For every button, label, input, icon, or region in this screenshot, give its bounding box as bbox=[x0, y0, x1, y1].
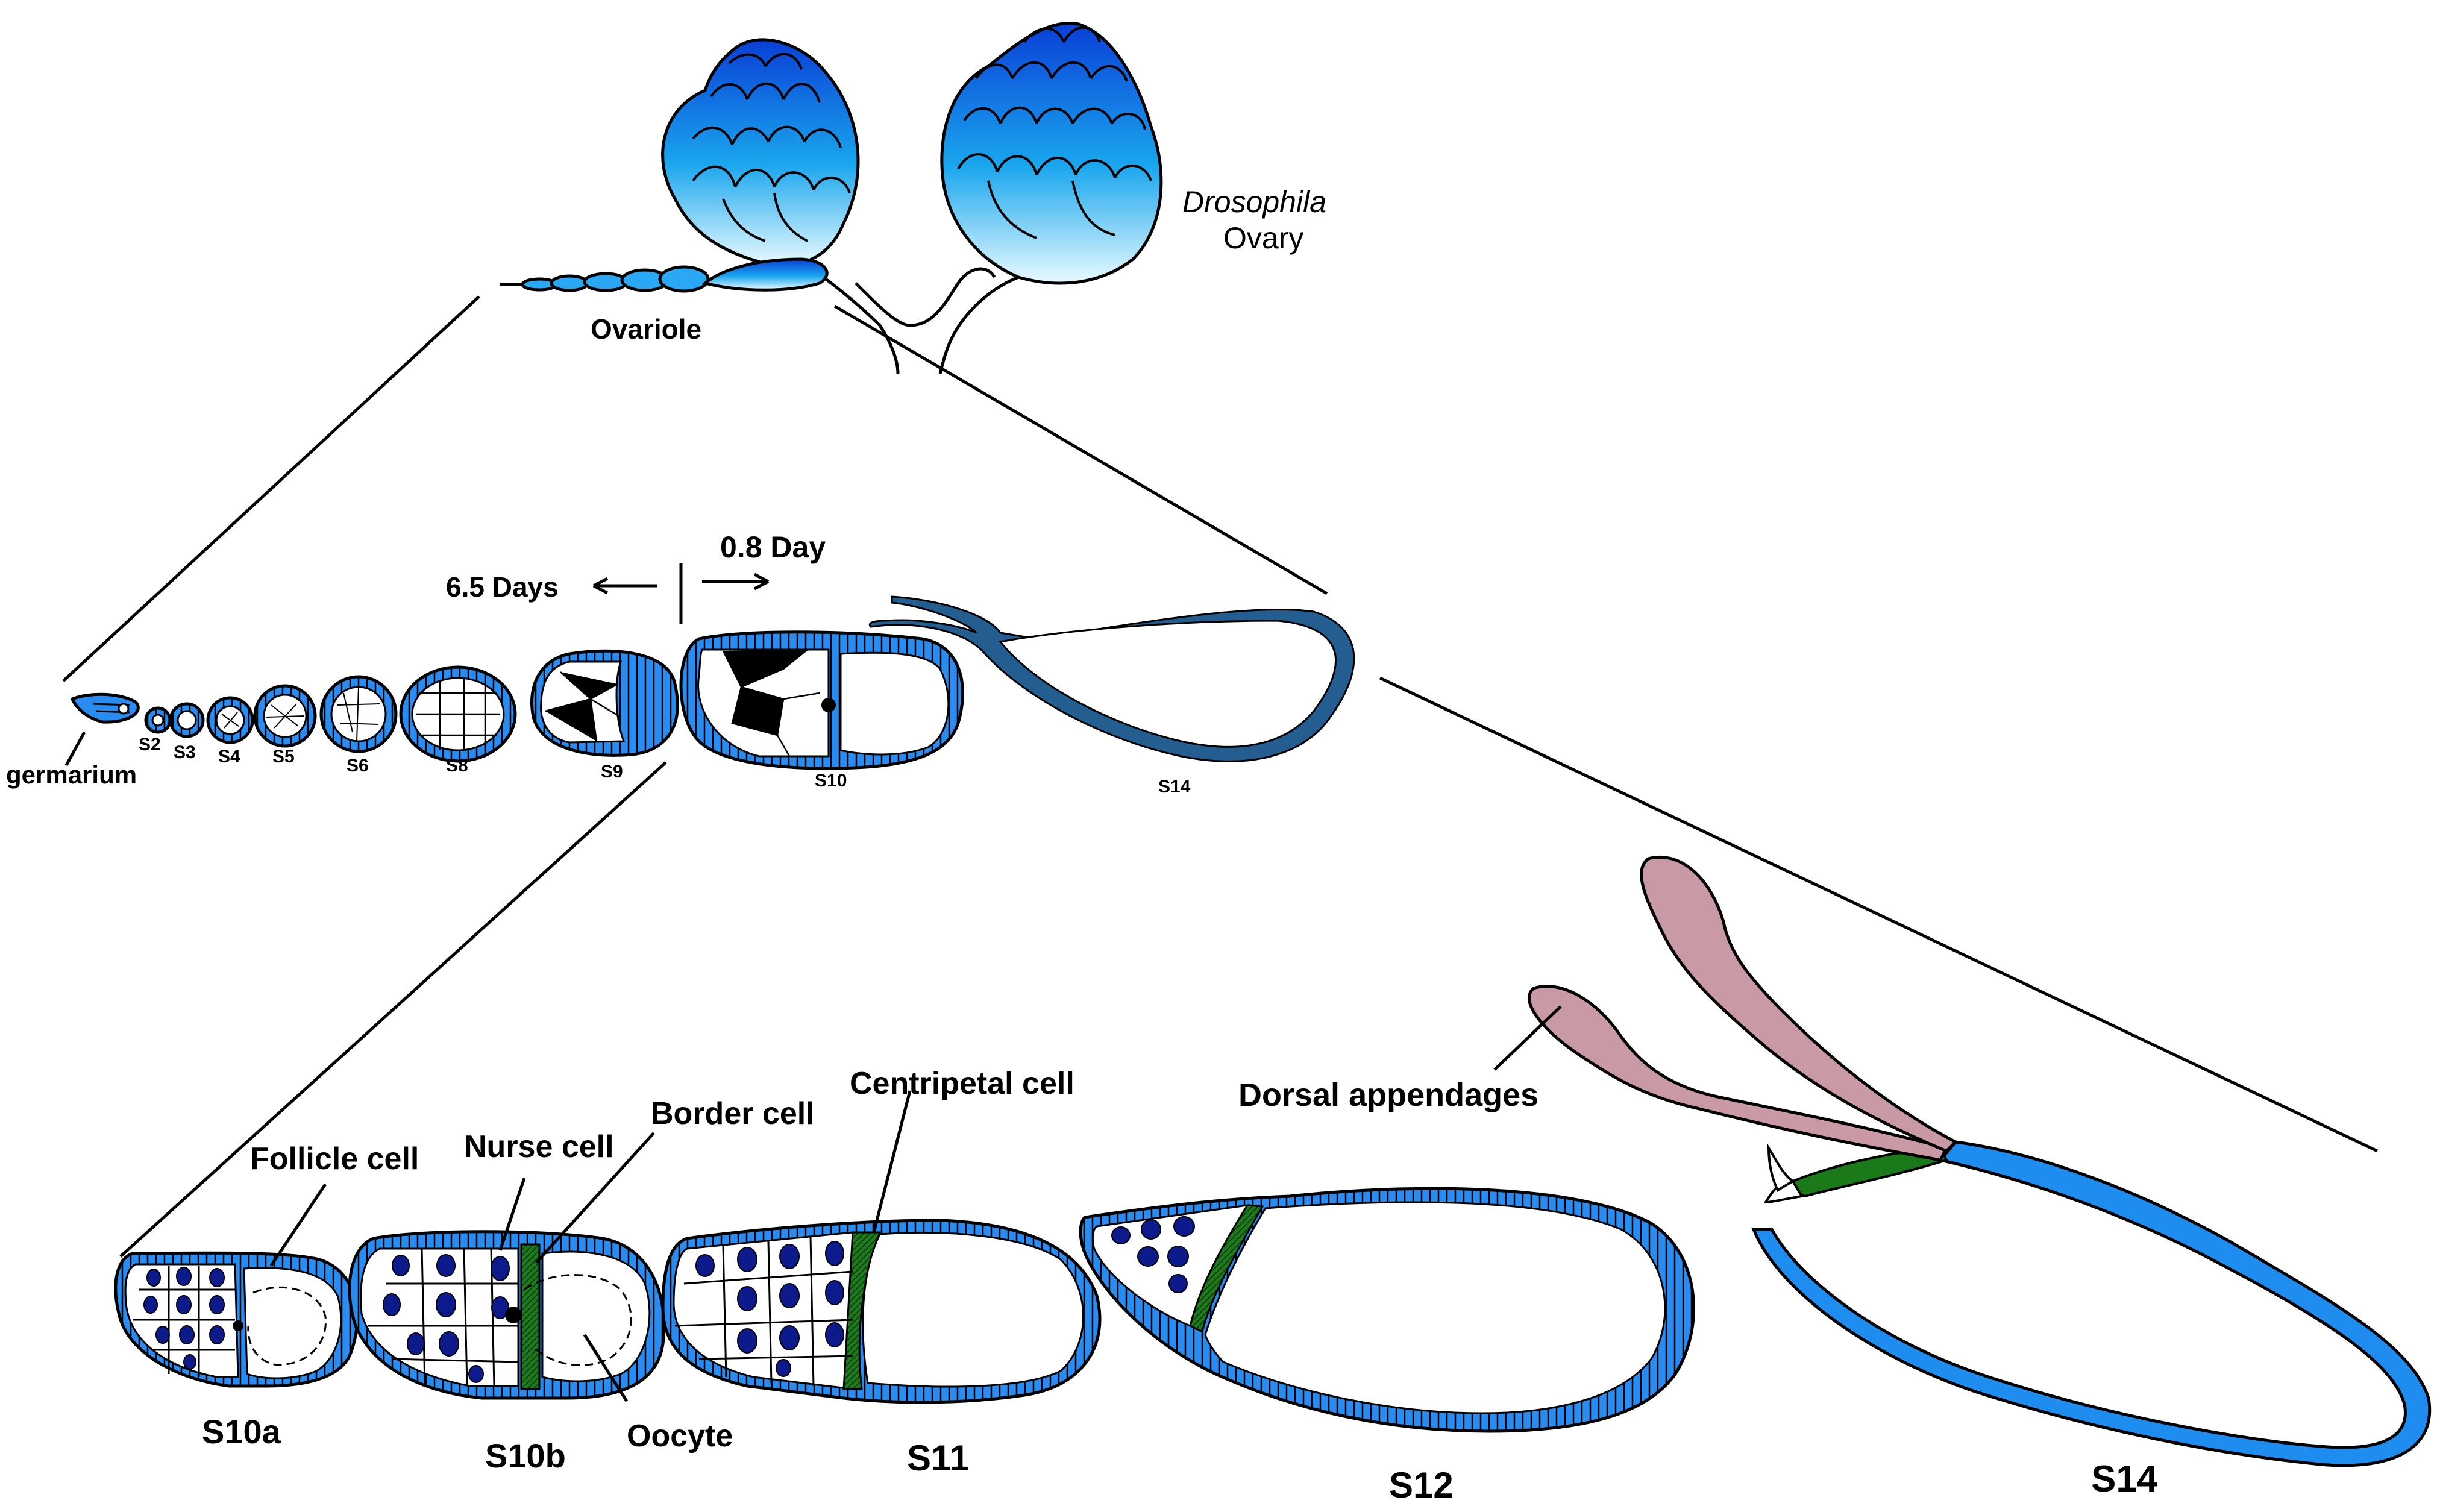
stage-label-s8: S8 bbox=[446, 756, 468, 776]
stage-label-s10: S10 bbox=[815, 771, 847, 791]
ovary-left-lobe bbox=[661, 38, 860, 268]
label-dorsal-appendages: Dorsal appendages bbox=[1238, 1077, 1538, 1113]
chamber-s5 bbox=[253, 684, 317, 748]
ovariole-strand bbox=[500, 257, 829, 293]
timeline-after-label: 0.8 Day bbox=[720, 530, 826, 564]
ovary bbox=[500, 22, 1163, 374]
label-oocyte: Oocyte bbox=[627, 1419, 733, 1454]
stage-label-s5: S5 bbox=[272, 747, 295, 767]
pointer-centripetal bbox=[872, 1090, 912, 1233]
egg-s10a bbox=[114, 1251, 359, 1388]
chamber-s3 bbox=[169, 702, 205, 738]
stage-label-s12: S12 bbox=[1389, 1465, 1454, 1505]
stage-label-s6: S6 bbox=[347, 756, 369, 776]
chamber-s14 bbox=[868, 595, 1355, 762]
chamber-s2 bbox=[144, 706, 172, 734]
zoom-line-s14 bbox=[1379, 676, 2379, 1153]
zoom-line-left bbox=[62, 295, 480, 682]
chamber-s6 bbox=[319, 675, 398, 753]
ovariole-row bbox=[64, 595, 1355, 770]
label-follicle-cell: Follicle cell bbox=[250, 1141, 419, 1176]
chamber-s4 bbox=[206, 696, 254, 744]
egg-s10b bbox=[348, 1230, 666, 1400]
ovary-right-lobe bbox=[940, 22, 1163, 285]
stage-label-s10a: S10a bbox=[202, 1413, 281, 1451]
pointer-oocyte bbox=[583, 1334, 629, 1402]
zoom-line-right bbox=[833, 304, 1328, 595]
stage-label-s11: S11 bbox=[907, 1438, 969, 1478]
stage-label-s14-bottom: S14 bbox=[2091, 1458, 2158, 1500]
chamber-s10 bbox=[679, 630, 964, 770]
label-border-cell: Border cell bbox=[651, 1096, 815, 1131]
pointer-dorsal bbox=[1493, 1005, 1562, 1071]
stage-label-s10b: S10b bbox=[485, 1437, 566, 1475]
egg-s11 bbox=[661, 1219, 1102, 1404]
timeline bbox=[592, 563, 770, 624]
germarium bbox=[64, 692, 140, 767]
chamber-s9 bbox=[530, 649, 679, 757]
pointer-follicle bbox=[269, 1183, 327, 1267]
label-centripetal-cell: Centripetal cell bbox=[850, 1066, 1074, 1101]
stage-label-s9: S9 bbox=[601, 762, 623, 782]
egg-s14 bbox=[1751, 1140, 2432, 1467]
stage-label-s4: S4 bbox=[218, 747, 240, 767]
chamber-s8 bbox=[399, 665, 517, 763]
ovary-title-plain: Ovary bbox=[1223, 221, 1303, 255]
label-nurse-cell: Nurse cell bbox=[464, 1129, 614, 1164]
egg-s12 bbox=[1079, 1187, 1696, 1433]
stage-label-s3: S3 bbox=[174, 742, 196, 762]
stage-label-germarium: germarium bbox=[6, 761, 137, 789]
ovary-title-italic: Drosophila bbox=[1182, 185, 1326, 219]
dorsal-appendages bbox=[1528, 855, 1959, 1162]
stage-label-s14-top: S14 bbox=[1158, 777, 1191, 797]
pointer-border bbox=[535, 1132, 655, 1264]
ovariole-label: Ovariole bbox=[591, 313, 701, 345]
zoom-line-s9 bbox=[119, 761, 667, 1258]
pointer-nurse bbox=[498, 1178, 526, 1251]
timeline-before-label: 6.5 Days bbox=[446, 571, 559, 603]
stage-label-s2: S2 bbox=[139, 735, 161, 754]
